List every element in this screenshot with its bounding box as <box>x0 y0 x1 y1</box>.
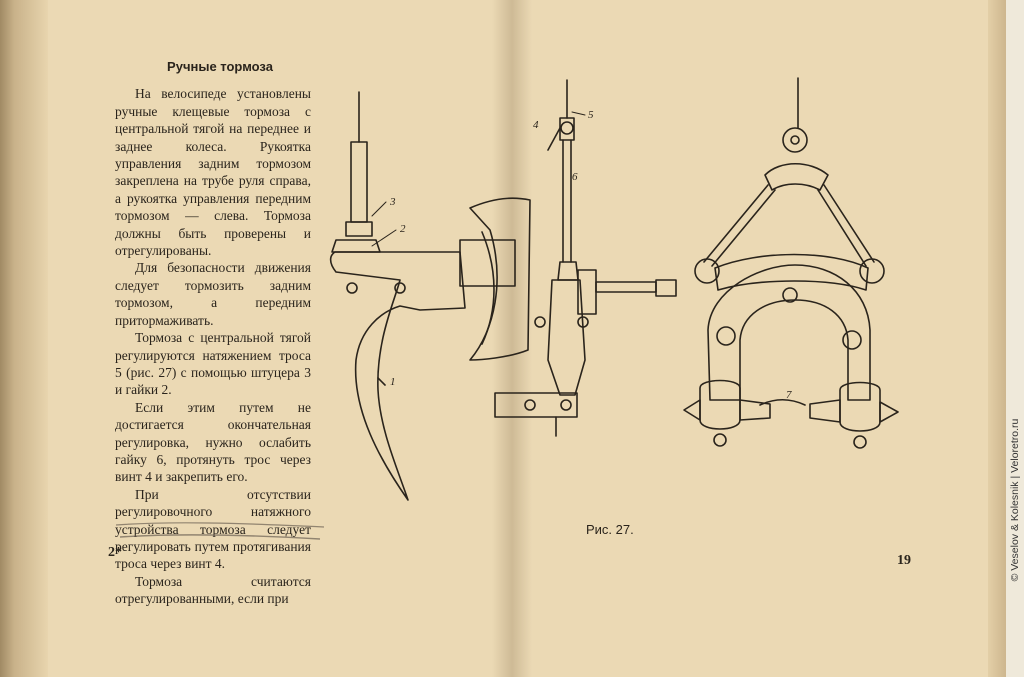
brake-lever-drawing <box>329 91 531 501</box>
paragraph: Тормоза считаются отрегулированными, есл… <box>115 573 311 607</box>
paragraph: Для безопасности движения следует тормоз… <box>115 260 311 328</box>
figure-label: 2 <box>400 223 406 235</box>
section-heading: Ручные тормоза <box>167 59 273 74</box>
paragraph: На велосипеде установлены ручные клещевы… <box>115 86 311 259</box>
figure-label: 3 <box>389 196 396 208</box>
figure-label: 6 <box>572 171 578 183</box>
figure-label: 7 <box>786 389 792 401</box>
paragraph: Тормоза с центральной тягой регулируются… <box>115 330 311 398</box>
pencil-underline <box>115 522 325 540</box>
figure-label: 4 <box>533 119 539 131</box>
book-gutter <box>492 0 532 677</box>
figure-label: 1 <box>390 376 396 388</box>
cable-linkage-drawing <box>494 79 677 437</box>
page-number: 19 <box>897 553 911 568</box>
right-page-edge <box>988 0 1006 677</box>
paragraph: При отсутствии регулировочного натяжного… <box>115 486 311 572</box>
signature-mark: 2* <box>108 545 122 560</box>
watermark: © Veselov & Kolesnik | Veloretro.ru <box>1006 330 1024 670</box>
brake-figure: 3 2 1 4 5 6 7 <box>329 77 899 501</box>
text-column: Ручные тормоза На велосипеде установлены… <box>115 58 311 608</box>
paragraph: Если этим путем не достигается окончател… <box>115 399 311 485</box>
left-page-shadow <box>0 0 48 677</box>
caliper-drawing <box>683 77 899 449</box>
figure-label: 5 <box>588 109 594 121</box>
figure-caption: Рис. 27. <box>586 522 634 537</box>
watermark-text: © Veselov & Kolesnik | Veloretro.ru <box>1009 418 1021 582</box>
